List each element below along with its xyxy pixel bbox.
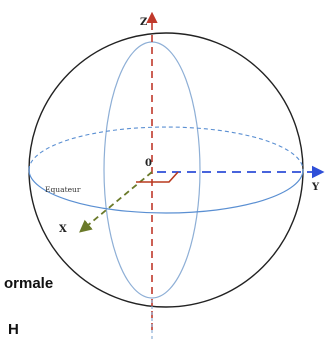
- equator-label: Equateur: [45, 185, 81, 194]
- y-axis-label: Y: [311, 182, 320, 193]
- caption-text-2: H: [8, 321, 19, 338]
- z-axis-label: Z: [140, 17, 147, 28]
- caption-text-1: ormale: [4, 275, 54, 292]
- angle-marker: [136, 171, 179, 183]
- sphere-outline: [28, 32, 304, 308]
- equator-front: [28, 169, 304, 214]
- x-axis-label: X: [59, 224, 67, 235]
- origin-label: 0: [145, 158, 152, 169]
- x-axis: [79, 171, 153, 233]
- equator-back-dashed: [28, 126, 304, 171]
